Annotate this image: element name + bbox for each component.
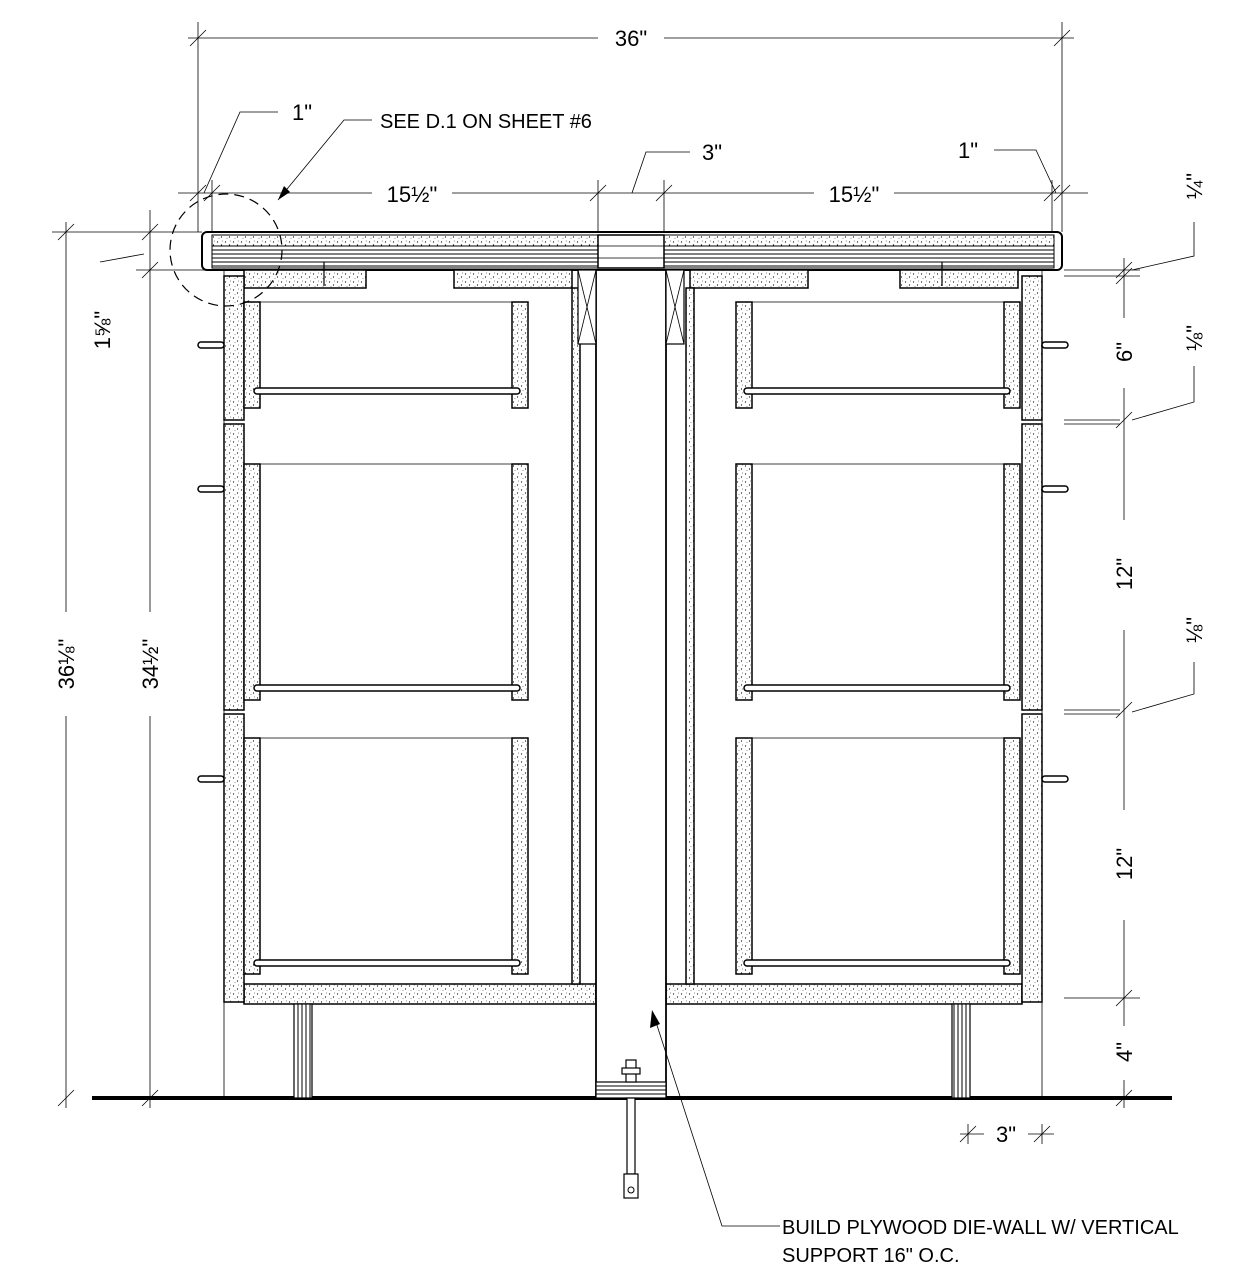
dim-reveal-2: ⅛" (1182, 617, 1207, 643)
left-drawer-bank (197, 275, 529, 1003)
dim-drawer-3: 12" (1112, 848, 1137, 880)
dim-right-bay: 15½" (829, 182, 880, 207)
dim-left-overhang: 1" (292, 100, 312, 125)
dim-left-bay: 15½" (387, 182, 438, 207)
countertop (201, 231, 1063, 289)
dim-reveal-1: ⅛" (1182, 325, 1207, 351)
dim-top-thickness: 1⅝" (90, 311, 115, 349)
top-dimensions (178, 22, 1088, 232)
dim-center-gap: 3" (702, 140, 722, 165)
note-die-wall-line1: BUILD PLYWOOD DIE-WALL W/ VERTICAL (782, 1217, 1179, 1239)
dim-drawer-2: 12" (1112, 558, 1137, 590)
dim-toe-setback: 3" (996, 1122, 1016, 1147)
anchor-bolt (621, 1059, 641, 1199)
right-dimensions (959, 222, 1195, 1150)
dim-overall-height: 36⅛" (54, 639, 79, 690)
dim-reveal-top: ¼" (1182, 173, 1207, 199)
dim-cabinet-height: 34½" (138, 639, 163, 690)
dim-toe-kick: 4" (1112, 1042, 1137, 1062)
dim-right-overhang: 1" (958, 138, 978, 163)
right-drawer-bank (735, 275, 1120, 1003)
note-die-wall-line2: SUPPORT 16" O.C. (782, 1245, 960, 1267)
detail-callout-circle (169, 193, 283, 307)
left-dimensions (50, 210, 224, 1108)
die-wall-leader (653, 1015, 780, 1227)
dim-drawer-1: 6" (1112, 342, 1137, 362)
note-see-detail: SEE D.1 ON SHEET #6 (380, 111, 592, 133)
dim-overall-width: 36" (615, 26, 647, 51)
cabinet-carcass (223, 269, 1043, 1199)
